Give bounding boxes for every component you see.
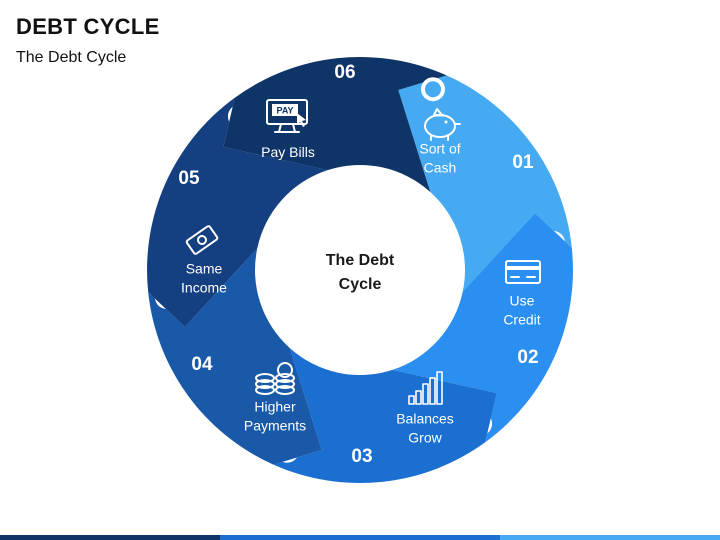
segment-01 [398,75,572,292]
step-06-label-line: Pay Bills [261,144,315,160]
step-06-number: 06 [334,62,355,83]
step-01-label-line: Sort of [419,141,460,157]
step-02-label-line: Use [510,293,535,309]
step-04-label-line: Higher [254,399,296,415]
segment-06 [223,57,447,192]
page-subtitle: The Debt Cycle [16,49,127,66]
credit-card-icon [505,260,541,284]
step-03-label-line: Balances [396,411,454,427]
page-title: DEBT CYCLE [16,14,160,39]
step-01-label-line: Cash [424,160,457,176]
bottom-accent-bar [0,535,720,540]
pay-monitor-icon: PAY [266,99,308,133]
step-05-number: 05 [178,168,200,189]
segment-04 [148,248,322,465]
step-05-label-line: Income [181,280,227,296]
segment-05 [147,97,328,327]
step-02-number: 02 [517,347,538,368]
center-title-line2: Cycle [339,276,382,293]
money-bill-icon [185,225,219,255]
puzzle-knob [425,81,441,98]
piggy-bank-icon [424,108,461,141]
step-03-number: 03 [351,446,372,467]
bottom-bar-segment-mid [220,535,500,540]
step-04-number: 04 [191,354,213,375]
pay-icon-glyph: PAY [276,106,293,116]
segment-02 [392,213,573,443]
step-04-label-line: Payments [244,418,306,434]
bar-chart-icon [408,371,443,405]
bottom-bar-segment-light [500,535,720,540]
coin-stack-icon [255,362,295,395]
step-01-number: 01 [512,152,534,173]
step-02-label-line: Credit [503,312,540,328]
step-03-label-line: Grow [408,430,442,446]
step-05-label-line: Same [186,261,223,277]
segment-03 [273,348,497,483]
bottom-bar-segment-dark [0,535,220,540]
center-title-line1: The Debt [326,252,395,269]
